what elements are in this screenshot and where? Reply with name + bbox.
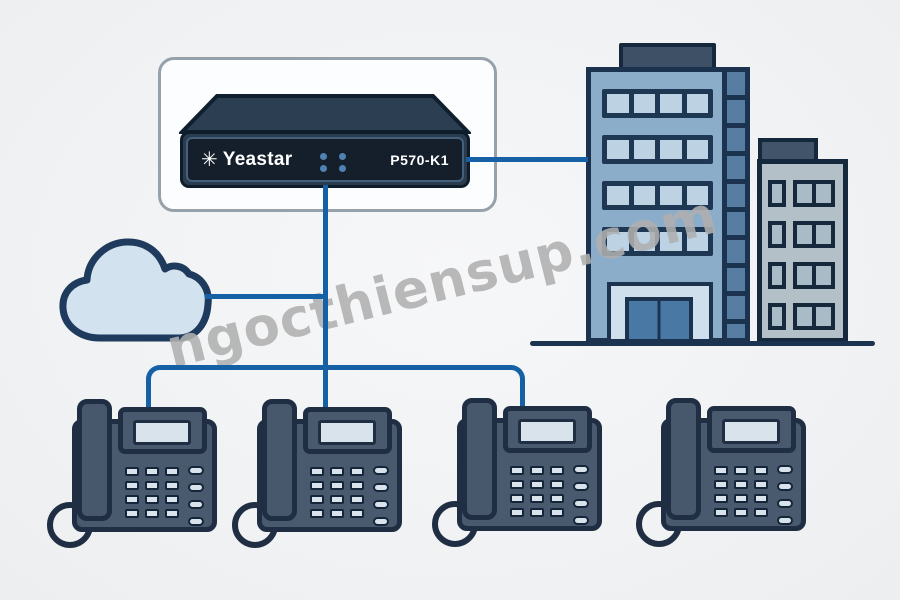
- led-indicators: [320, 153, 346, 172]
- building-window-row: [602, 181, 713, 210]
- phone-screen: [518, 419, 576, 444]
- desk-phone-1: [46, 393, 222, 555]
- phone-keypad: [310, 467, 364, 518]
- connection-branch-phones: [146, 365, 525, 413]
- pbx-top-panel: [179, 94, 471, 134]
- building2-window: [768, 180, 786, 207]
- phone-display: [118, 407, 207, 454]
- pbx-front-panel: ✳ Yeastar P570-K1: [186, 137, 464, 182]
- yeastar-logo-icon: ✳: [201, 148, 218, 171]
- connection-line-pbx-cloud: [205, 294, 328, 299]
- phone-handset-icon: [77, 399, 112, 521]
- building2-window: [793, 262, 835, 289]
- building2-window: [768, 221, 786, 248]
- phone-keypad: [125, 467, 179, 518]
- phone-keypad: [714, 466, 768, 517]
- building2-window: [768, 303, 786, 330]
- ground-line: [530, 341, 875, 346]
- device-model-label: P570-K1: [390, 151, 449, 168]
- connection-line-pbx-phones: [323, 185, 328, 413]
- desk-phone-4: [635, 392, 811, 554]
- phone-side-buttons: [573, 465, 589, 525]
- desk-phone-3: [431, 392, 607, 554]
- phone-side-buttons: [373, 466, 389, 526]
- building-door: [625, 297, 693, 343]
- phone-screen: [133, 420, 191, 445]
- phone-side-buttons: [188, 466, 204, 526]
- phone-display: [707, 406, 796, 453]
- phone-handset-icon: [262, 399, 297, 521]
- phone-keypad: [510, 466, 564, 517]
- phone-display: [303, 407, 392, 454]
- building2-window: [793, 180, 835, 207]
- building-window-row: [602, 135, 713, 164]
- desk-phone-2: [231, 393, 407, 555]
- connection-line-pbx-building: [466, 157, 588, 162]
- building-side-strip: [722, 67, 750, 343]
- building2-window: [768, 262, 786, 289]
- building2-window: [793, 303, 835, 330]
- building2-window: [793, 221, 835, 248]
- device-brand-label: Yeastar: [222, 148, 293, 170]
- phone-handset-icon: [666, 398, 701, 520]
- building-window-row: [602, 89, 713, 118]
- phone-handset-icon: [462, 398, 497, 520]
- phone-screen: [318, 420, 376, 445]
- phone-display: [503, 406, 592, 453]
- phone-side-buttons: [777, 465, 793, 525]
- office-building-icon: [525, 35, 885, 350]
- building-window-row: [602, 227, 713, 256]
- phone-screen: [722, 419, 780, 444]
